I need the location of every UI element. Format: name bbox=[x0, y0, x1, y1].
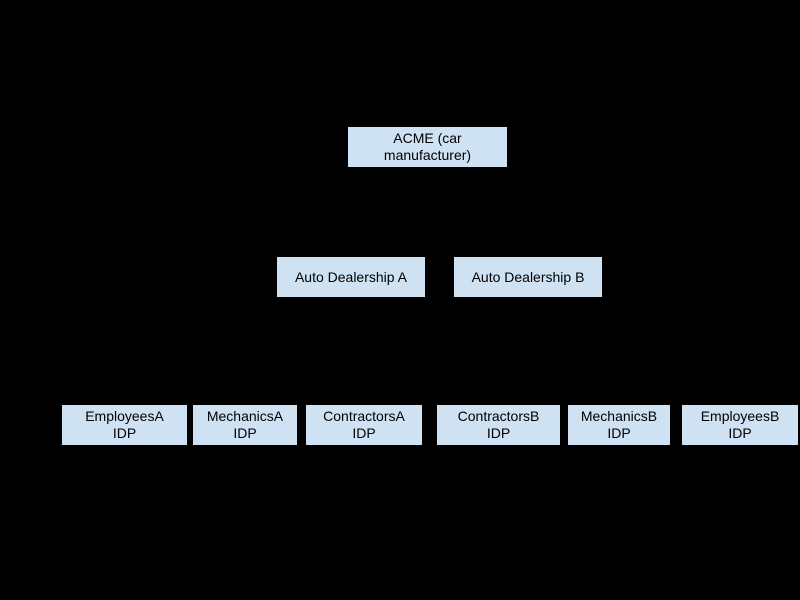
diagram-node-auto-dealership-a: Auto Dealership A bbox=[277, 257, 425, 297]
diagram-node-employeesb-idp: EmployeesB IDP bbox=[682, 405, 798, 445]
diagram-node-mechanicsa-idp: MechanicsA IDP bbox=[193, 405, 297, 445]
diagram-node-auto-dealership-b: Auto Dealership B bbox=[454, 257, 602, 297]
diagram-node-mechanicsb-idp: MechanicsB IDP bbox=[568, 405, 670, 445]
diagram-node-contractorsb-idp: ContractorsB IDP bbox=[437, 405, 560, 445]
diagram-node-contractorsa-idp: ContractorsA IDP bbox=[306, 405, 422, 445]
diagram-node-employeesa-idp: EmployeesA IDP bbox=[62, 405, 187, 445]
diagram-node-acme: ACME (car manufacturer) bbox=[348, 127, 507, 167]
